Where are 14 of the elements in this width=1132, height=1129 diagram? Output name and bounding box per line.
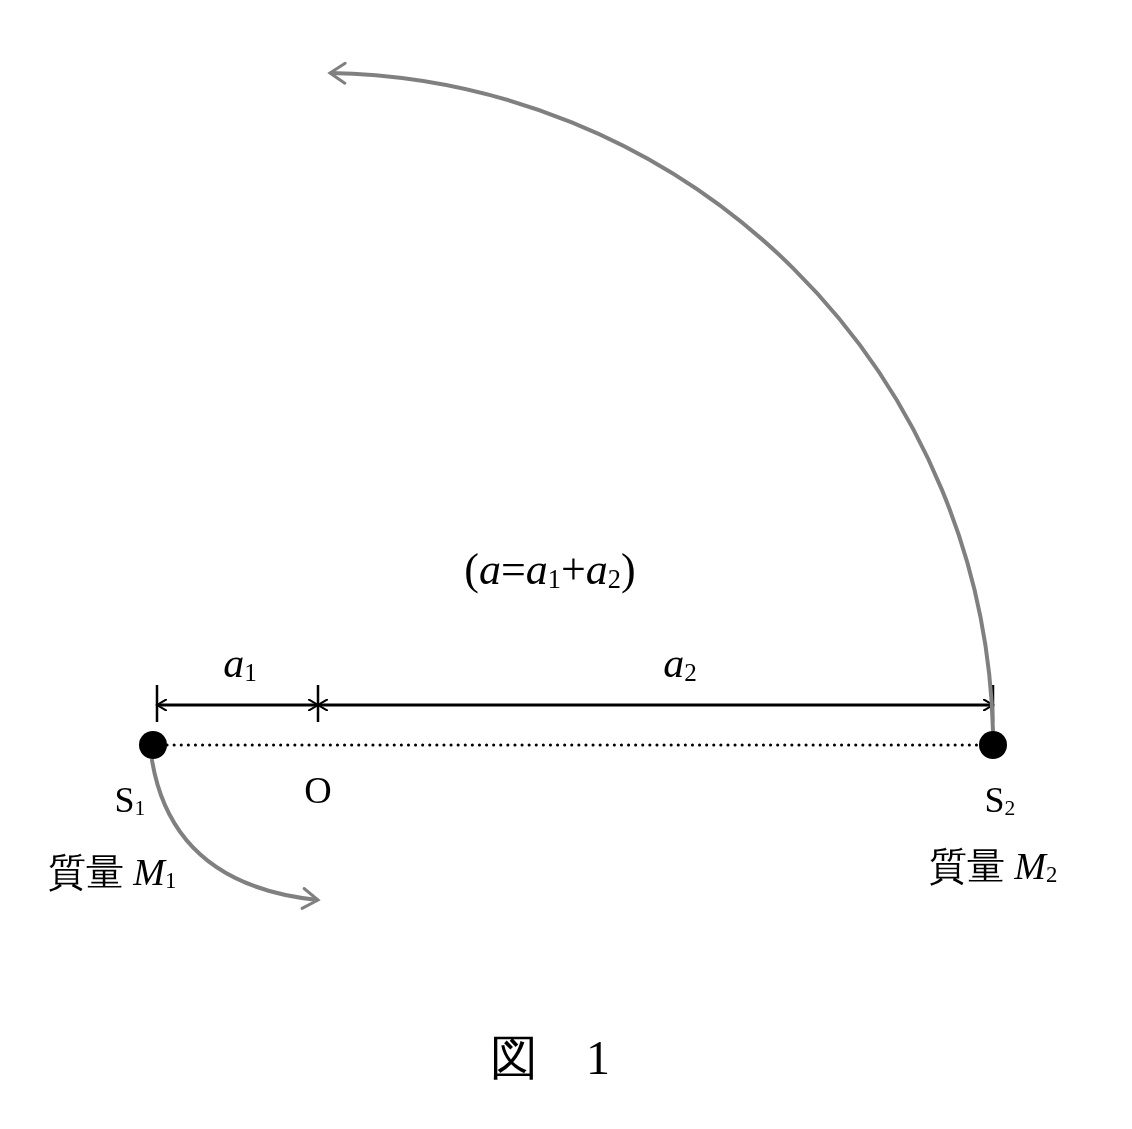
figure-caption: 図 1 <box>490 1034 610 1082</box>
dimension-label: a$_{1}$ <box>223 642 257 684</box>
point-label: O <box>304 771 332 809</box>
point-mass-dot <box>979 731 1007 759</box>
mass-label: 質量 M$_{1}$ <box>47 853 177 891</box>
point-label: S$_{2}$ <box>984 782 1016 818</box>
dimension-label: a$_{2}$ <box>663 642 697 684</box>
equation-label: (a=a$_{1}$+a$_{2}$) <box>464 548 636 592</box>
orbit-arrow <box>149 758 320 910</box>
point-label: S$_{1}$ <box>114 782 146 818</box>
point-mass-dot <box>139 731 167 759</box>
dotted-line <box>165 743 981 747</box>
mass-label: 質量 M$_{2}$ <box>928 847 1058 885</box>
orbit-arrow <box>328 62 995 732</box>
